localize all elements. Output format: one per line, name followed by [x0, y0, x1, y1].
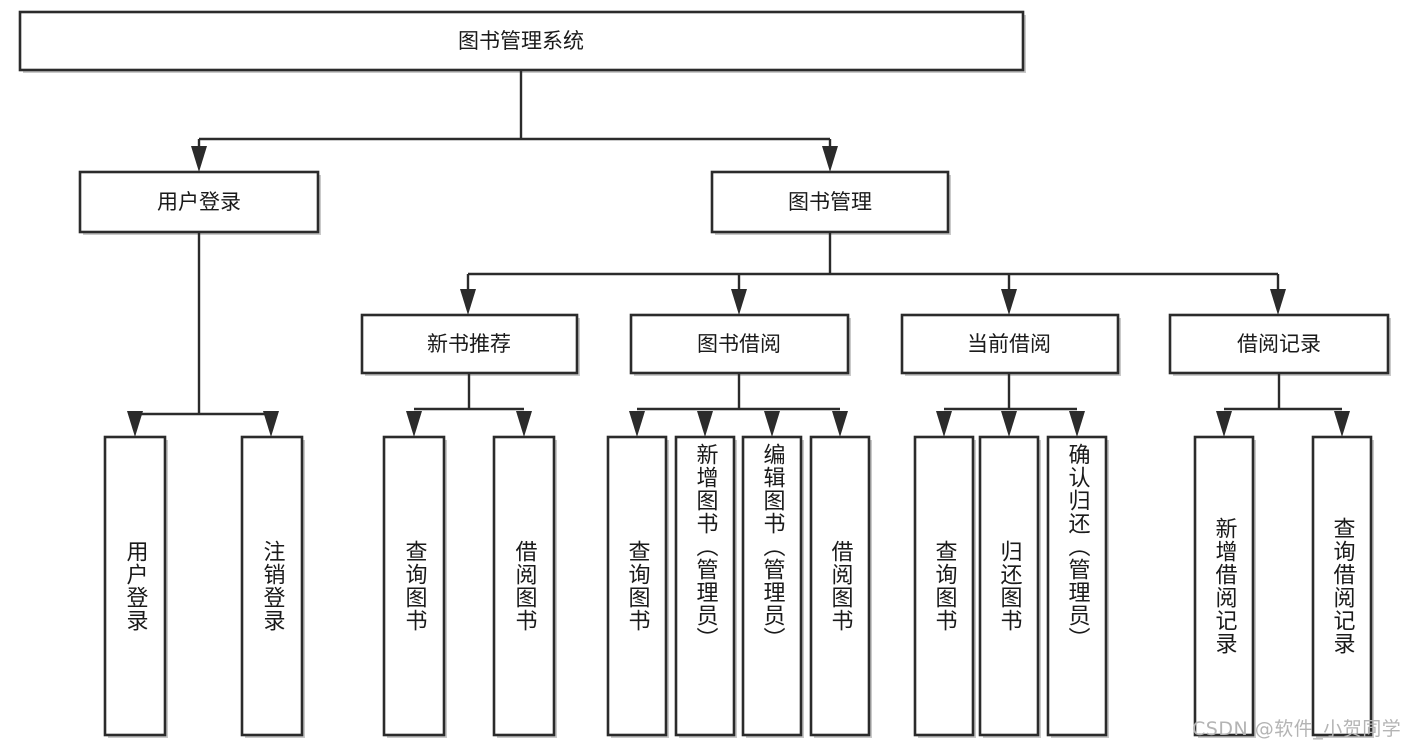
arrow-leaf-logout [263, 411, 279, 437]
arrow-leaf-edit-book [764, 411, 780, 437]
leaf-add-record-label: 新增借阅记录 [1211, 517, 1237, 655]
root-node-box[interactable] [18, 10, 1025, 72]
arrow-leaf-query-record [1334, 411, 1350, 437]
arrow-leaf-borrow-book-1 [516, 411, 532, 437]
leaf-add-book-label: 新增图书（管理员） [692, 443, 718, 650]
leaf-query-book-2-label-wrap: 查询图书 [608, 437, 666, 735]
leaf-return-book-box[interactable] [978, 435, 1040, 737]
arrow-leaf-user-login [127, 411, 143, 437]
leaf-query-record-label: 查询借阅记录 [1329, 517, 1355, 655]
book-manage-node-label: 图书管理 [788, 190, 872, 214]
leaf-edit-book-label: 编辑图书（管理员） [759, 443, 785, 650]
current-borrow-node-label: 当前借阅 [967, 332, 1051, 356]
leaf-borrow-book-2-box[interactable] [809, 435, 871, 737]
leaf-confirm-return-label-wrap: 确认归还（管理员） [1048, 437, 1106, 735]
borrow-record-node-box[interactable] [1168, 313, 1390, 375]
book-borrow-node-label: 图书借阅 [697, 332, 781, 356]
leaf-borrow-book-1-box[interactable] [492, 435, 556, 737]
leaf-edit-book-box[interactable] [741, 435, 803, 737]
arrow-leaf-query-book-3 [936, 411, 952, 437]
book-manage-node-box[interactable] [710, 170, 950, 234]
leaf-borrow-book-1-label-wrap: 借阅图书 [494, 437, 554, 735]
leaf-query-book-2-box[interactable] [606, 435, 668, 737]
leaf-borrow-book-2-label: 借阅图书 [827, 540, 853, 632]
book-borrow-node-box[interactable] [629, 313, 850, 375]
arrow-leaf-add-book [697, 411, 713, 437]
leaf-return-book-label-wrap: 归还图书 [980, 437, 1038, 735]
leaf-add-book-label-wrap: 新增图书（管理员） [676, 437, 734, 735]
leaf-query-book-2-label: 查询图书 [624, 540, 650, 632]
leaf-borrow-book-1-label: 借阅图书 [511, 540, 537, 632]
arrow-borrow-record [1270, 289, 1286, 315]
leaf-query-record-box[interactable] [1311, 435, 1373, 737]
leaf-logout-box[interactable] [240, 435, 304, 737]
csdn-watermark: CSDN @软件_小贺同学 [1192, 718, 1402, 740]
arrow-new-book-rec [460, 289, 476, 315]
leaf-edit-book-label-wrap: 编辑图书（管理员） [743, 437, 801, 735]
arrow-leaf-confirm-return [1069, 411, 1085, 437]
user-login-node-label: 用户登录 [157, 190, 241, 214]
leaf-add-record-box[interactable] [1193, 435, 1255, 737]
leaf-logout-label-wrap: 注销登录 [242, 437, 302, 735]
arrow-book-borrow [731, 289, 747, 315]
leaf-query-record-label-wrap: 查询借阅记录 [1313, 437, 1371, 735]
leaf-user-login-box[interactable] [103, 435, 167, 737]
arrow-to-book-manage [822, 146, 838, 172]
leaf-add-record-label-wrap: 新增借阅记录 [1195, 437, 1253, 735]
arrow-leaf-return-book [1001, 411, 1017, 437]
leaf-logout-label: 注销登录 [259, 540, 285, 632]
arrow-leaf-query-book-2 [629, 411, 645, 437]
current-borrow-node-box[interactable] [900, 313, 1120, 375]
new-book-rec-node-box[interactable] [360, 313, 579, 375]
leaf-user-login-label-wrap: 用户登录 [105, 437, 165, 735]
root-node-label: 图书管理系统 [458, 29, 584, 53]
arrow-leaf-borrow-book-2 [832, 411, 848, 437]
arrow-to-user-login [191, 146, 207, 172]
leaf-borrow-book-2-label-wrap: 借阅图书 [811, 437, 869, 735]
user-login-node-box[interactable] [78, 170, 320, 234]
leaf-query-book-1-label: 查询图书 [401, 540, 427, 632]
leaf-return-book-label: 归还图书 [996, 540, 1022, 632]
leaf-confirm-return-box[interactable] [1046, 435, 1108, 737]
leaf-query-book-3-label: 查询图书 [931, 540, 957, 632]
arrow-current-borrow [1001, 289, 1017, 315]
leaf-user-login-label: 用户登录 [122, 540, 148, 632]
leaf-query-book-1-label-wrap: 查询图书 [384, 437, 444, 735]
leaf-add-book-box[interactable] [674, 435, 736, 737]
leaf-query-book-3-label-wrap: 查询图书 [915, 437, 973, 735]
new-book-rec-node-label: 新书推荐 [427, 332, 511, 356]
leaf-query-book-1-box[interactable] [382, 435, 446, 737]
leaf-query-book-3-box[interactable] [913, 435, 975, 737]
borrow-record-node-label: 借阅记录 [1237, 332, 1321, 356]
arrow-leaf-query-book-1 [406, 411, 422, 437]
leaf-confirm-return-label: 确认归还（管理员） [1064, 443, 1090, 650]
arrow-leaf-add-record [1216, 411, 1232, 437]
